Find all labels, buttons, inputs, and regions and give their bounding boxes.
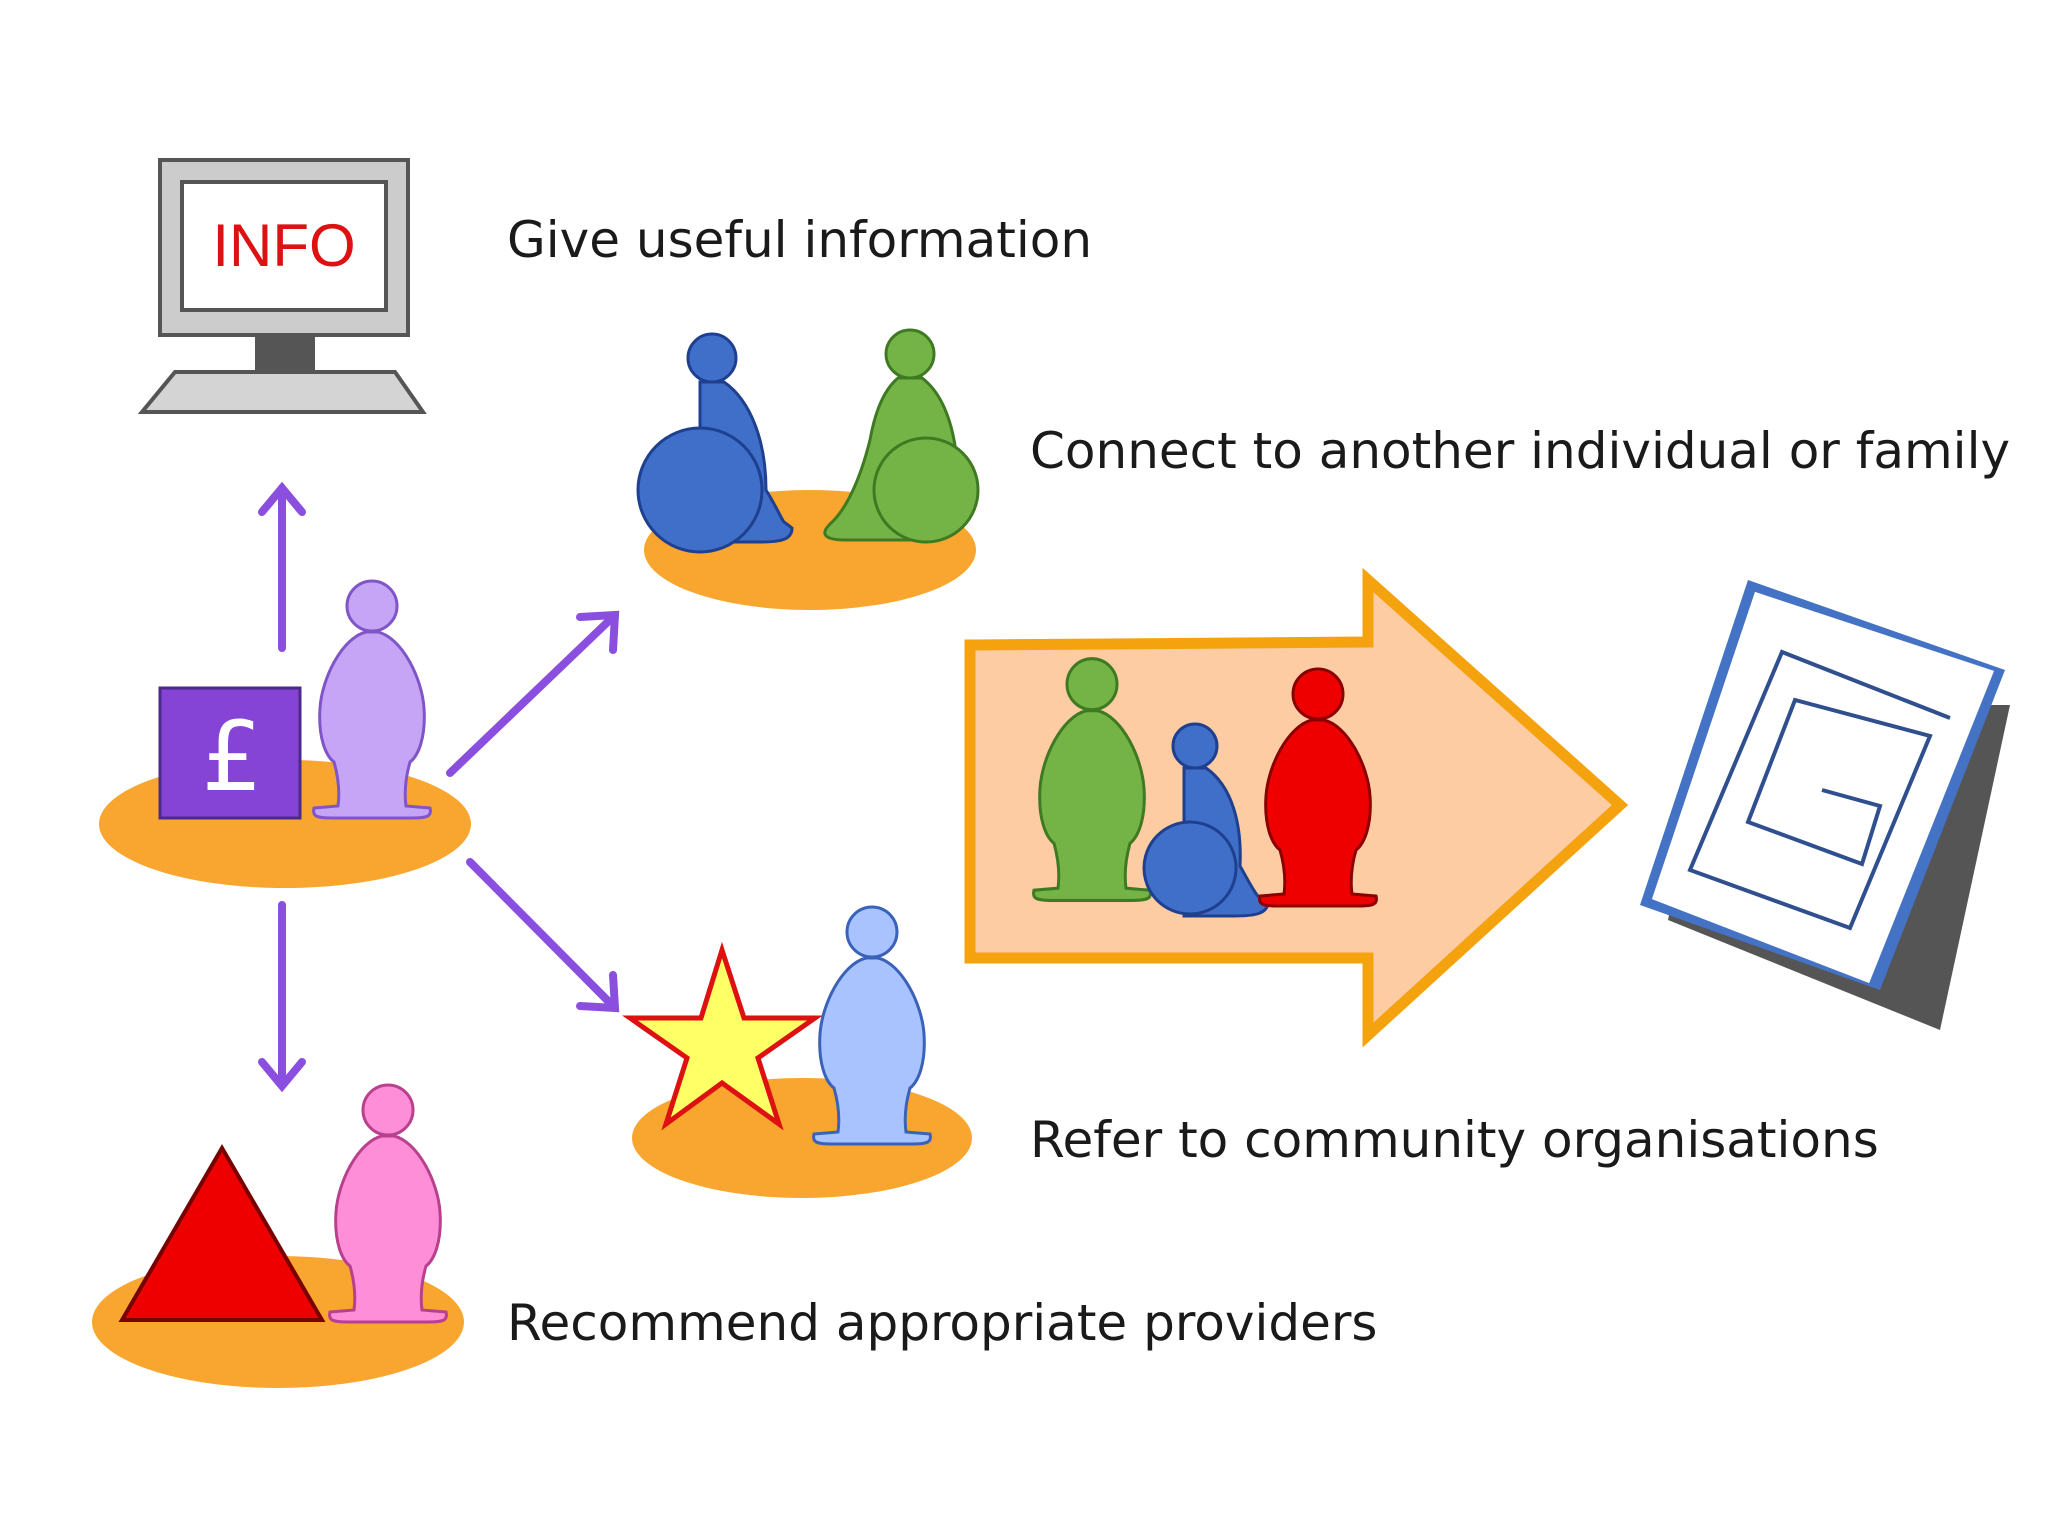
seated-person-green-icon xyxy=(823,328,980,544)
star-icon xyxy=(622,941,823,1131)
computer-icon: INFO xyxy=(137,158,427,414)
label-recommend-appropriate-providers: Recommend appropriate providers xyxy=(507,1294,1377,1352)
arrow-up xyxy=(258,481,306,652)
seated-person-blue-icon xyxy=(636,332,794,554)
arrow-up-right xyxy=(446,610,620,777)
label-connect-to-another-individual-or-family: Connect to another individual or family xyxy=(1030,422,2010,480)
pound-icon: £ xyxy=(201,701,262,813)
connect-group xyxy=(636,328,980,610)
hub-arrows xyxy=(258,481,620,1093)
maze-document-icon xyxy=(1640,580,2010,1030)
big-arrow xyxy=(964,567,1629,1048)
label-refer-to-community-organisations: Refer to community organisations xyxy=(1030,1111,1879,1169)
money-box xyxy=(158,686,302,820)
arrow-down xyxy=(258,901,306,1093)
triangle-icon xyxy=(118,1144,326,1322)
info-screen-text: INFO xyxy=(212,212,355,279)
label-give-useful-information: Give useful information xyxy=(507,211,1092,269)
recommend-group xyxy=(92,1083,464,1388)
seated-person-blue-icon xyxy=(1142,722,1270,918)
arrow-down-right xyxy=(466,858,620,1013)
central-hub: £ xyxy=(99,579,471,888)
refer-group xyxy=(622,905,972,1198)
